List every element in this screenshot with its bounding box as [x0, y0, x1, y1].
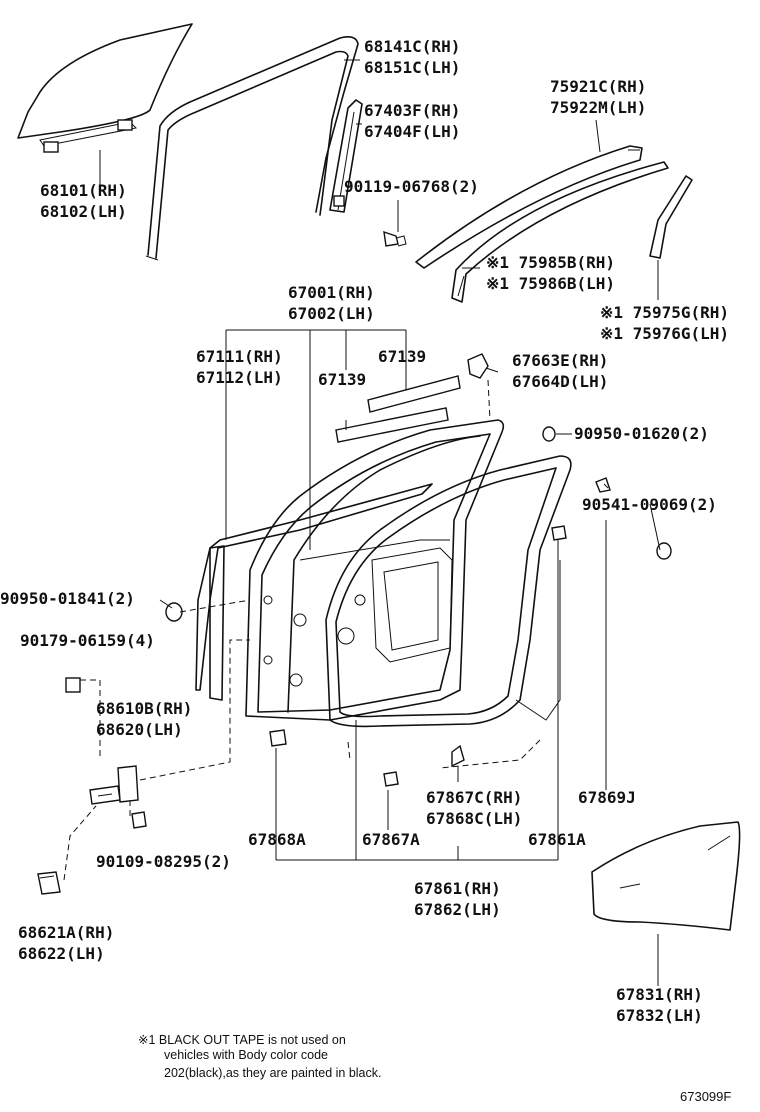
label-67112: 67112(LH): [196, 368, 283, 387]
label-67861: 67861(RH): [414, 879, 501, 898]
label-67862: 67862(LH): [414, 900, 501, 919]
label-75921c: 75921C(RH): [550, 77, 646, 96]
note-line-1: ※1 BLACK OUT TAPE is not used on: [138, 1033, 346, 1047]
label-67001: 67001(RH): [288, 283, 375, 302]
label-90119: 90119-06768(2): [344, 177, 479, 196]
label-67861a: 67861A: [528, 830, 586, 849]
label-90541: 90541-09069(2): [582, 495, 717, 514]
label-68622: 68622(LH): [18, 944, 105, 963]
fasteners: [65, 426, 672, 829]
door-weatherstrip-part: [325, 455, 572, 769]
glass-run-channel-part: [145, 36, 359, 261]
label-67664d: 67664D(LH): [512, 372, 608, 391]
label-67867a: 67867A: [362, 830, 420, 849]
door-glass-part: [17, 23, 193, 153]
leader-lines: [63, 59, 661, 986]
belt-molding-part: [415, 145, 643, 269]
label-68101: 68101(RH): [40, 181, 127, 200]
label-90950-01620: 90950-01620(2): [574, 424, 709, 443]
label-75986b: ※1 75986B(LH): [486, 274, 615, 293]
diagram-code: 673099F: [680, 1089, 731, 1104]
label-68102: 68102(LH): [40, 202, 127, 221]
label-67139-lower: 67139: [318, 370, 366, 389]
label-90109: 90109-08295(2): [96, 852, 231, 871]
label-68621a: 68621A(RH): [18, 923, 114, 942]
label-68610b: 68610B(RH): [96, 699, 192, 718]
clip-67663: [467, 353, 491, 421]
blackout-tape-part: [451, 161, 669, 303]
label-68620: 68620(LH): [96, 720, 183, 739]
label-67867c: 67867C(RH): [426, 788, 522, 807]
protector-tape-parts: [335, 375, 461, 443]
label-67663e: 67663E(RH): [512, 351, 608, 370]
blackout-tape-rear-part: [649, 175, 693, 259]
label-90179: 90179-06159(4): [20, 631, 155, 650]
label-67404f: 67404F(LH): [364, 122, 460, 141]
callout-labels: 68141C(RH) 68151C(LH) 67403F(RH) 67404F(…: [0, 37, 731, 1104]
door-inner-panel-part: [245, 419, 505, 721]
label-75975g: ※1 75975G(RH): [600, 303, 729, 322]
label-67831: 67831(RH): [616, 985, 703, 1004]
label-67868c: 67868C(LH): [426, 809, 522, 828]
note-line-3: 202(black),as they are painted in black.: [164, 1066, 382, 1080]
label-67868a: 67868A: [248, 830, 306, 849]
label-67111: 67111(RH): [196, 347, 283, 366]
label-67832: 67832(LH): [616, 1006, 703, 1025]
door-hinge-lower-part: [37, 871, 61, 895]
label-67403f: 67403F(RH): [364, 101, 460, 120]
label-75976g: ※1 75976G(LH): [600, 324, 729, 343]
door-outer-panel-part: [195, 483, 433, 701]
label-75922m: 75922M(LH): [550, 98, 646, 117]
label-68141c: 68141C(RH): [364, 37, 460, 56]
label-67869j: 67869J: [578, 788, 636, 807]
note-line-2: vehicles with Body color code: [164, 1048, 328, 1062]
label-90950-01841: 90950-01841(2): [0, 589, 135, 608]
label-68151c: 68151C(LH): [364, 58, 460, 77]
division-bar-part: [329, 99, 363, 213]
door-hinge-part: [89, 765, 139, 805]
service-hole-cover-part: [591, 821, 741, 931]
label-67139-upper: 67139: [378, 347, 426, 366]
label-67002: 67002(LH): [288, 304, 375, 323]
label-75985b: ※1 75985B(RH): [486, 253, 615, 272]
bolt-90119: [383, 230, 407, 247]
